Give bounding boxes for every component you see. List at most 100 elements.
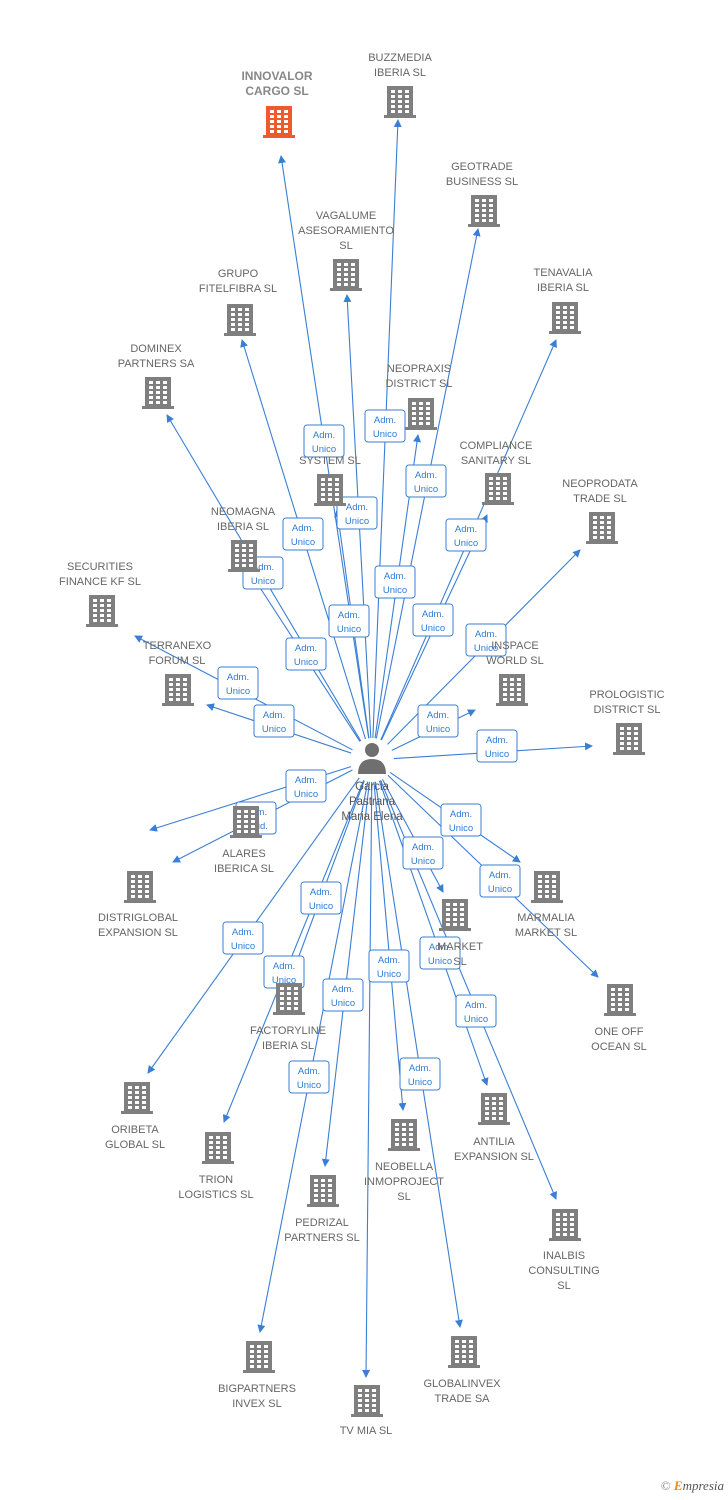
role-label[interactable]: Adm.Unico: [328, 604, 370, 638]
role-label[interactable]: Adm.Unico: [282, 517, 324, 551]
company-node-tvmia[interactable]: TV MIA SL: [340, 1385, 393, 1437]
role-label-text: Adm.: [298, 1066, 320, 1077]
role-label-text: Unico: [474, 643, 498, 654]
role-label[interactable]: Adm.Unico: [285, 769, 327, 803]
role-label-text: Adm.: [374, 415, 396, 426]
role-label-text: Adm.: [422, 609, 444, 620]
role-label[interactable]: Adm.Unico: [405, 464, 447, 498]
role-label-text: Unico: [331, 998, 355, 1009]
role-label[interactable]: Adm.Unico: [303, 424, 345, 458]
role-label[interactable]: Adm.Unico: [222, 921, 264, 955]
building-icon: [162, 674, 194, 706]
role-label[interactable]: Adm.Unico: [374, 565, 416, 599]
role-label-text: Adm.: [295, 775, 317, 786]
role-label-text: Unico: [485, 749, 509, 760]
role-label[interactable]: Adm.Unico: [300, 881, 342, 915]
company-label: CONSULTING: [528, 1265, 599, 1277]
company-label: WORLD SL: [486, 655, 543, 667]
role-label[interactable]: Adm.Unico: [364, 409, 406, 443]
role-label[interactable]: Adm.Unico: [412, 603, 454, 637]
building-icon: [586, 512, 618, 544]
company-label: ASESORAMIENTO: [298, 225, 394, 237]
role-label-text: Adm.: [252, 562, 274, 573]
company-node-system[interactable]: SYSTEM SL: [299, 455, 361, 506]
company-label: DISTRICT SL: [385, 378, 452, 390]
copyright-symbol: ©: [660, 1478, 671, 1493]
role-label-text: Adm.: [412, 842, 434, 853]
building-icon: [273, 983, 305, 1015]
company-label: PARTNERS SA: [118, 358, 195, 370]
company-label: DOMINEX: [130, 343, 182, 355]
role-label[interactable]: Adm.Unico: [336, 496, 378, 530]
role-label-text: Unico: [251, 576, 275, 587]
role-label[interactable]: Adm.Unico: [440, 803, 482, 837]
building-icon: [307, 1175, 339, 1207]
company-node-dominex[interactable]: DOMINEX PARTNERS SA: [118, 343, 195, 409]
role-label[interactable]: Adm.Unico: [417, 704, 459, 738]
role-label-text: Adm.: [465, 1000, 487, 1011]
role-label[interactable]: Adm.Unico: [322, 978, 364, 1012]
role-label[interactable]: Adm.Unico: [479, 864, 521, 898]
company-label: PROLOGISTIC: [589, 689, 664, 701]
role-label-text: Adm.: [409, 1063, 431, 1074]
role-label-text: Unico: [408, 1077, 432, 1088]
company-label: IBERIA SL: [374, 67, 426, 79]
company-label: FITELFIBRA SL: [199, 283, 277, 295]
company-label: GLOBAL SL: [105, 1139, 165, 1151]
edge-market: [381, 779, 444, 893]
role-label-text: Unico: [226, 686, 250, 697]
role-label[interactable]: Adm. Unico: [288, 1060, 330, 1094]
role-label[interactable]: Adm.Unico: [465, 623, 507, 657]
person-name: Garcia: [355, 781, 389, 793]
role-label[interactable]: Adm.Unico: [285, 637, 327, 671]
role-label[interactable]: Adm. Unico: [399, 1057, 441, 1091]
role-label[interactable]: Adm.Unico: [455, 994, 497, 1028]
role-label[interactable]: Adm.Unico: [402, 836, 444, 870]
role-label[interactable]: Adm.Unico: [445, 518, 487, 552]
role-label-text: Unico: [297, 1080, 321, 1091]
building-icon: [202, 1132, 234, 1164]
building-icon: [468, 195, 500, 227]
building-icon: [351, 1385, 383, 1417]
company-label: SL: [339, 240, 352, 252]
company-label: INVEX SL: [232, 1398, 282, 1410]
role-label[interactable]: Adm.Unico: [368, 949, 410, 983]
role-label-text: Adm.: [384, 571, 406, 582]
role-label-text: Adm.: [310, 887, 332, 898]
role-label[interactable]: Adm.Unico: [476, 729, 518, 763]
role-label[interactable]: Adm.Unico: [419, 936, 461, 970]
role-label[interactable]: Adm.Unico: [217, 666, 259, 700]
building-icon: [224, 304, 256, 336]
role-label-text: Adm.: [450, 809, 472, 820]
role-label[interactable]: Adm.Unico: [253, 704, 295, 738]
